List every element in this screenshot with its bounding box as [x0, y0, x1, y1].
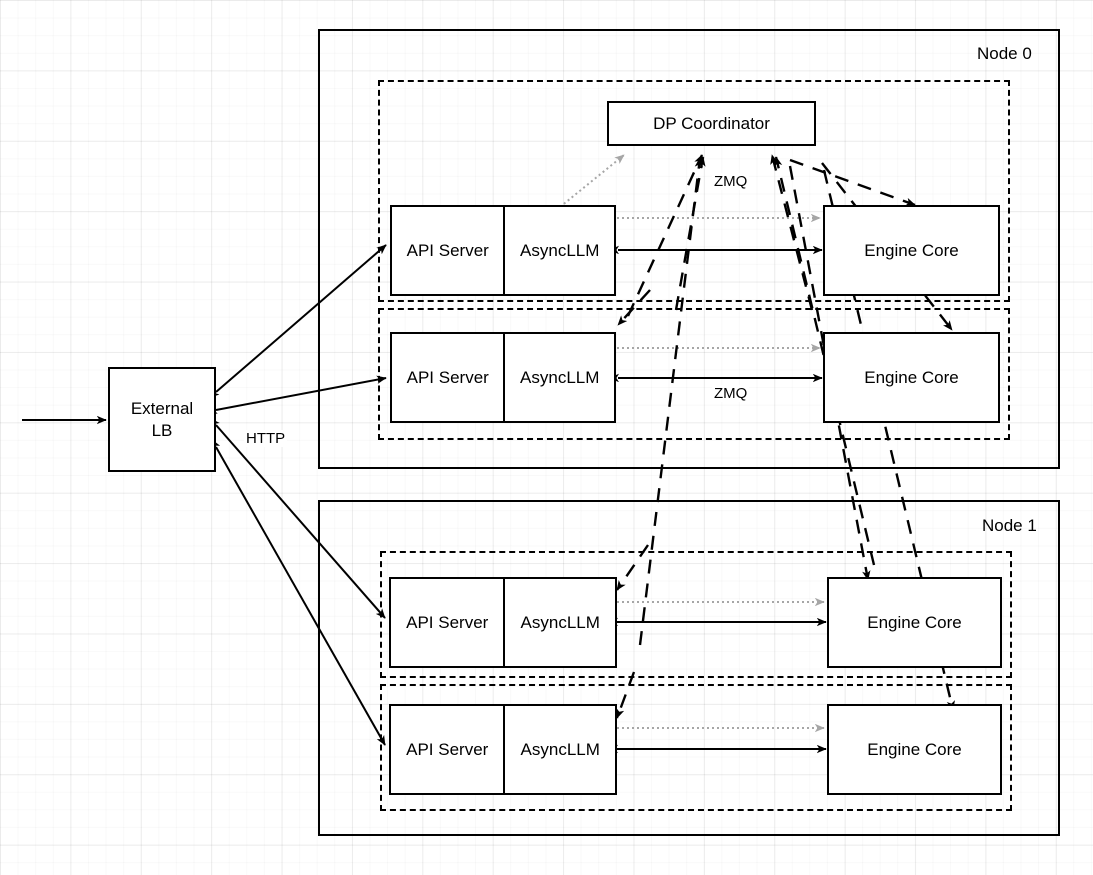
edge-dashed-to-asyncllm-3 — [615, 671, 636, 719]
node-1-group-0-engine-label: Engine Core — [867, 612, 962, 632]
node-0-group-0-server-box[interactable]: API Server AsyncLLM — [390, 205, 616, 296]
node-0-label: Node 0 — [977, 44, 1032, 63]
edge-lb-to-apiserver-3 — [211, 439, 386, 746]
node-0-group-0-frame — [378, 80, 1010, 302]
node-1-group-1-engine-label: Engine Core — [867, 739, 962, 759]
node-1-group-1-engine-box[interactable]: Engine Core — [827, 704, 1002, 795]
edge-dashed-coordinator-asyncllm-2 — [638, 157, 704, 646]
node-0-frame — [318, 29, 1060, 469]
node-1-group-0-api-server-label: API Server — [391, 579, 506, 666]
node-1-group-0-engine-box[interactable]: Engine Core — [827, 577, 1002, 668]
zmq-coordinator-label: ZMQ — [712, 173, 750, 190]
node-1-group-0-frame — [380, 551, 1012, 678]
edge-dashed-coordinator-asyncllm-0 — [626, 154, 704, 317]
zmq-node-0-group-1-label: ZMQ — [712, 385, 750, 402]
node-0-group-0-asyncllm-label: AsyncLLM — [520, 240, 600, 260]
edge-dotted-asyncllm-coordinator — [559, 154, 625, 208]
node-1-group-1-asyncllm-label: AsyncLLM — [520, 739, 600, 759]
http-edge-label: HTTP — [244, 430, 288, 447]
node-0-group-1-engine-box[interactable]: Engine Core — [823, 332, 1000, 423]
edge-lb-to-apiserver-1 — [207, 375, 387, 414]
node-1-group-0-server-box[interactable]: API Server AsyncLLM — [389, 577, 617, 668]
node-1-group-1-server-box[interactable]: API Server AsyncLLM — [389, 704, 617, 795]
edge-dashed-to-asyncllm-1 — [617, 289, 651, 326]
node-0-group-1-frame — [378, 308, 1010, 440]
node-0-group-1-api-server-label: API Server — [392, 334, 506, 421]
external-lb-box[interactable]: External LB — [108, 367, 216, 472]
dp-coordinator-label: DP Coordinator — [653, 113, 770, 133]
node-0-group-1-engine-label: Engine Core — [864, 367, 959, 387]
node-1-label: Node 1 — [982, 516, 1037, 535]
dp-coordinator-box[interactable]: DP Coordinator — [607, 101, 816, 146]
node-1-group-1-api-server-label: API Server — [391, 706, 506, 793]
node-0-group-0-api-server-label: API Server — [392, 207, 506, 294]
external-lb-label-line1: External — [130, 399, 194, 419]
node-0-group-1-asyncllm-label: AsyncLLM — [520, 367, 600, 387]
external-lb-label-line2: LB — [151, 420, 173, 440]
edge-lb-to-apiserver-0 — [209, 244, 387, 398]
node-1-group-0-asyncllm-label: AsyncLLM — [520, 612, 600, 632]
edge-dashed-coordinator-enginecore-1 — [774, 156, 876, 566]
node-0-group-0-engine-label: Engine Core — [864, 240, 959, 260]
node-0-group-1-server-box[interactable]: API Server AsyncLLM — [390, 332, 616, 423]
node-1-frame — [318, 500, 1060, 836]
node-1-group-1-frame — [380, 684, 1012, 811]
node-0-group-0-engine-box[interactable]: Engine Core — [823, 205, 1000, 296]
